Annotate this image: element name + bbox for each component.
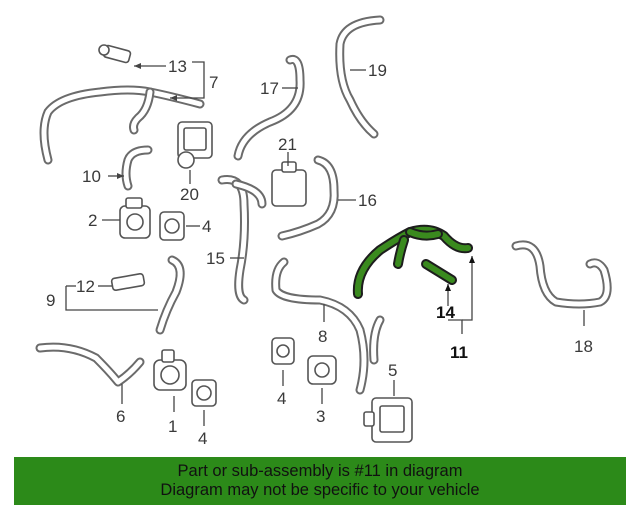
callout-3: 3: [316, 407, 325, 426]
clamp-4-top[interactable]: [159, 211, 185, 241]
hose-16[interactable]: [277, 155, 339, 241]
hose-10[interactable]: [121, 145, 153, 191]
callout-15: 15: [206, 249, 225, 268]
hose-9[interactable]: [155, 255, 185, 335]
heater-module-5[interactable]: [363, 397, 413, 443]
callout-11: 11: [450, 343, 468, 362]
callout-18: 18: [574, 337, 593, 356]
hose-15[interactable]: [217, 175, 267, 305]
callout-2: 2: [88, 211, 97, 230]
callout-7: 7: [209, 73, 218, 92]
callout-8: 8: [318, 327, 327, 346]
arrow-7: [170, 95, 177, 101]
hose-19[interactable]: [335, 15, 385, 139]
connector-14[interactable]: [421, 259, 457, 285]
callout-4-middle: 4: [277, 389, 286, 408]
callout-1: 1: [168, 417, 177, 436]
banner-line-1: Part or sub-assembly is #11 in diagram: [177, 462, 463, 480]
hose-17[interactable]: [233, 54, 305, 161]
arrow-14: [445, 284, 451, 291]
hose-7[interactable]: [39, 85, 205, 165]
bracket-11: [462, 256, 473, 321]
callout-17: 17: [260, 79, 279, 98]
clamp-4-middle[interactable]: [271, 337, 295, 365]
arrow-10: [117, 173, 124, 179]
reservoir-21[interactable]: [271, 161, 307, 207]
callout-12: 12: [76, 277, 95, 296]
info-banner: Part or sub-assembly is #11 in diagram D…: [14, 457, 626, 505]
callout-4-bottom-left: 4: [198, 429, 207, 448]
hose-6[interactable]: [35, 342, 145, 387]
hose-18[interactable]: [511, 240, 612, 309]
connector-12[interactable]: [110, 272, 146, 292]
bracket-9: [65, 286, 158, 311]
callout-20: 20: [180, 185, 199, 204]
banner-line-2: Diagram may not be specific to your vehi…: [160, 481, 480, 499]
callout-13: 13: [168, 57, 187, 76]
connector-13[interactable]: [98, 44, 132, 64]
bracket-7: [170, 61, 205, 99]
callout-21: 21: [278, 135, 297, 154]
hose-8[interactable]: [271, 257, 385, 395]
arrow-13: [134, 63, 141, 69]
bracket-11b: [448, 319, 463, 334]
valve-2[interactable]: [119, 197, 151, 239]
callout-10: 10: [82, 167, 101, 186]
arrow-11: [469, 256, 475, 263]
clamp-4-bottom-left[interactable]: [191, 379, 217, 407]
valve-3[interactable]: [307, 355, 337, 385]
callout-5: 5: [388, 361, 397, 380]
callout-6: 6: [116, 407, 125, 426]
callout-16: 16: [358, 191, 377, 210]
hose-assembly-11[interactable]: [352, 224, 473, 299]
pump-1[interactable]: [153, 349, 187, 391]
callout-9: 9: [46, 291, 55, 310]
callout-4-top: 4: [202, 217, 211, 236]
callout-19: 19: [368, 61, 387, 80]
pump-20[interactable]: [177, 121, 213, 169]
callout-14: 14: [436, 303, 455, 322]
